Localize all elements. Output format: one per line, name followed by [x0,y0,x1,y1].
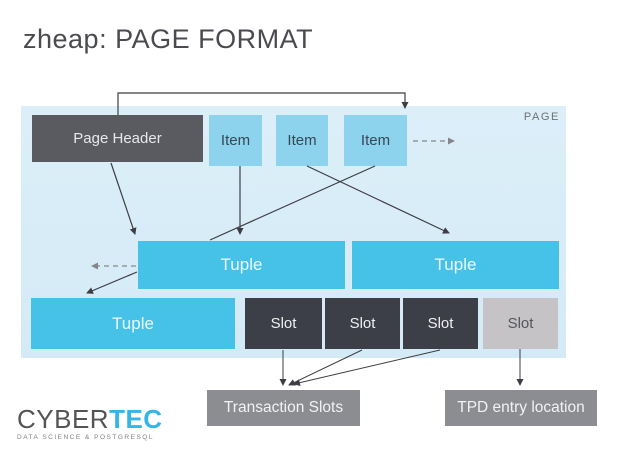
page-area-label: PAGE [523,111,560,123]
page-header-box: Page Header [32,115,203,162]
slot-box-4: Slot [483,298,558,349]
item-box-3: Item [344,115,407,166]
logo-text-tec: TEC [109,404,163,434]
item-box-2: Item [276,115,328,166]
page-title: zheap: PAGE FORMAT [23,24,314,54]
slot-box-2: Slot [325,298,400,349]
cybertec-logo: CYBERTEC DATA SCIENCE & POSTGRESQL [17,406,163,442]
slot-box-3: Slot [403,298,478,349]
tuple-box-2: Tuple [352,241,559,289]
tuple-box-3: Tuple [31,298,235,349]
transaction-slots-box: Transaction Slots [207,390,360,426]
tuple-box-1: Tuple [138,241,345,289]
cybertec-logo-wordmark: CYBERTEC [17,406,163,432]
item-box-1: Item [209,115,262,166]
logo-text-cyber: CYBER [17,404,110,434]
tpd-entry-location-box: TPD entry location [445,390,597,426]
slot-box-1: Slot [245,298,322,349]
logo-tagline: DATA SCIENCE & POSTGRESQL [17,434,154,441]
